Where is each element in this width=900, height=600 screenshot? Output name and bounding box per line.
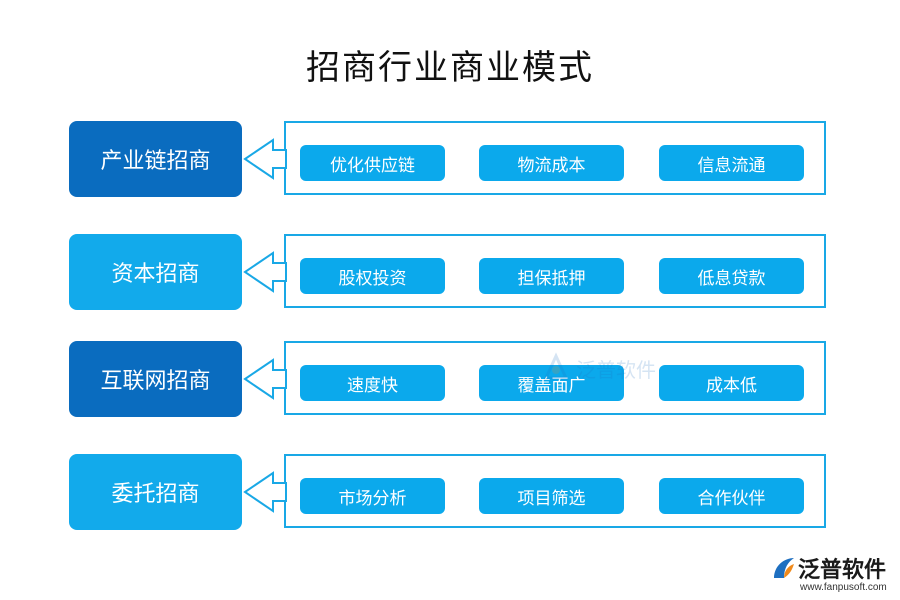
row-entrusted: 委托招商 市场分析 项目筛选 合作伙伴 [0,454,900,544]
row-industry-chain: 产业链招商 优化供应链 物流成本 信息流通 [0,121,900,211]
logo-url: www.fanpusoft.com [800,582,887,593]
item-pill: 成本低 [659,365,804,401]
category-label: 产业链招商 [69,121,242,197]
row-capital: 资本招商 股权投资 担保抵押 低息贷款 [0,234,900,324]
item-pill: 覆盖面广 [479,365,624,401]
left-arrow-icon [243,138,287,180]
item-pill: 信息流通 [659,145,804,181]
left-arrow-icon [243,471,287,513]
watermark: 泛普软件 [540,352,656,388]
brand-logo: 泛普软件 www.fanpusoft.com [770,552,900,598]
category-label: 资本招商 [69,234,242,310]
item-pill: 合作伙伴 [659,478,804,514]
row-internet: 互联网招商 速度快 覆盖面广 成本低 [0,341,900,431]
watermark-text: 泛普软件 [576,358,656,382]
fanpu-logo-icon [774,558,794,578]
item-pill: 市场分析 [300,478,445,514]
category-label: 互联网招商 [69,341,242,417]
item-pill: 速度快 [300,365,445,401]
diagram-title: 招商行业商业模式 [306,48,594,88]
item-pill: 物流成本 [479,145,624,181]
item-pill: 低息贷款 [659,258,804,294]
logo-name: 泛普软件 [798,558,887,583]
item-pill: 项目筛选 [479,478,624,514]
category-label: 委托招商 [69,454,242,530]
item-pill: 担保抵押 [479,258,624,294]
watermark-logo-icon [543,352,569,380]
item-pill: 股权投资 [300,258,445,294]
left-arrow-icon [243,358,287,400]
item-pill: 优化供应链 [300,145,445,181]
left-arrow-icon [243,251,287,293]
